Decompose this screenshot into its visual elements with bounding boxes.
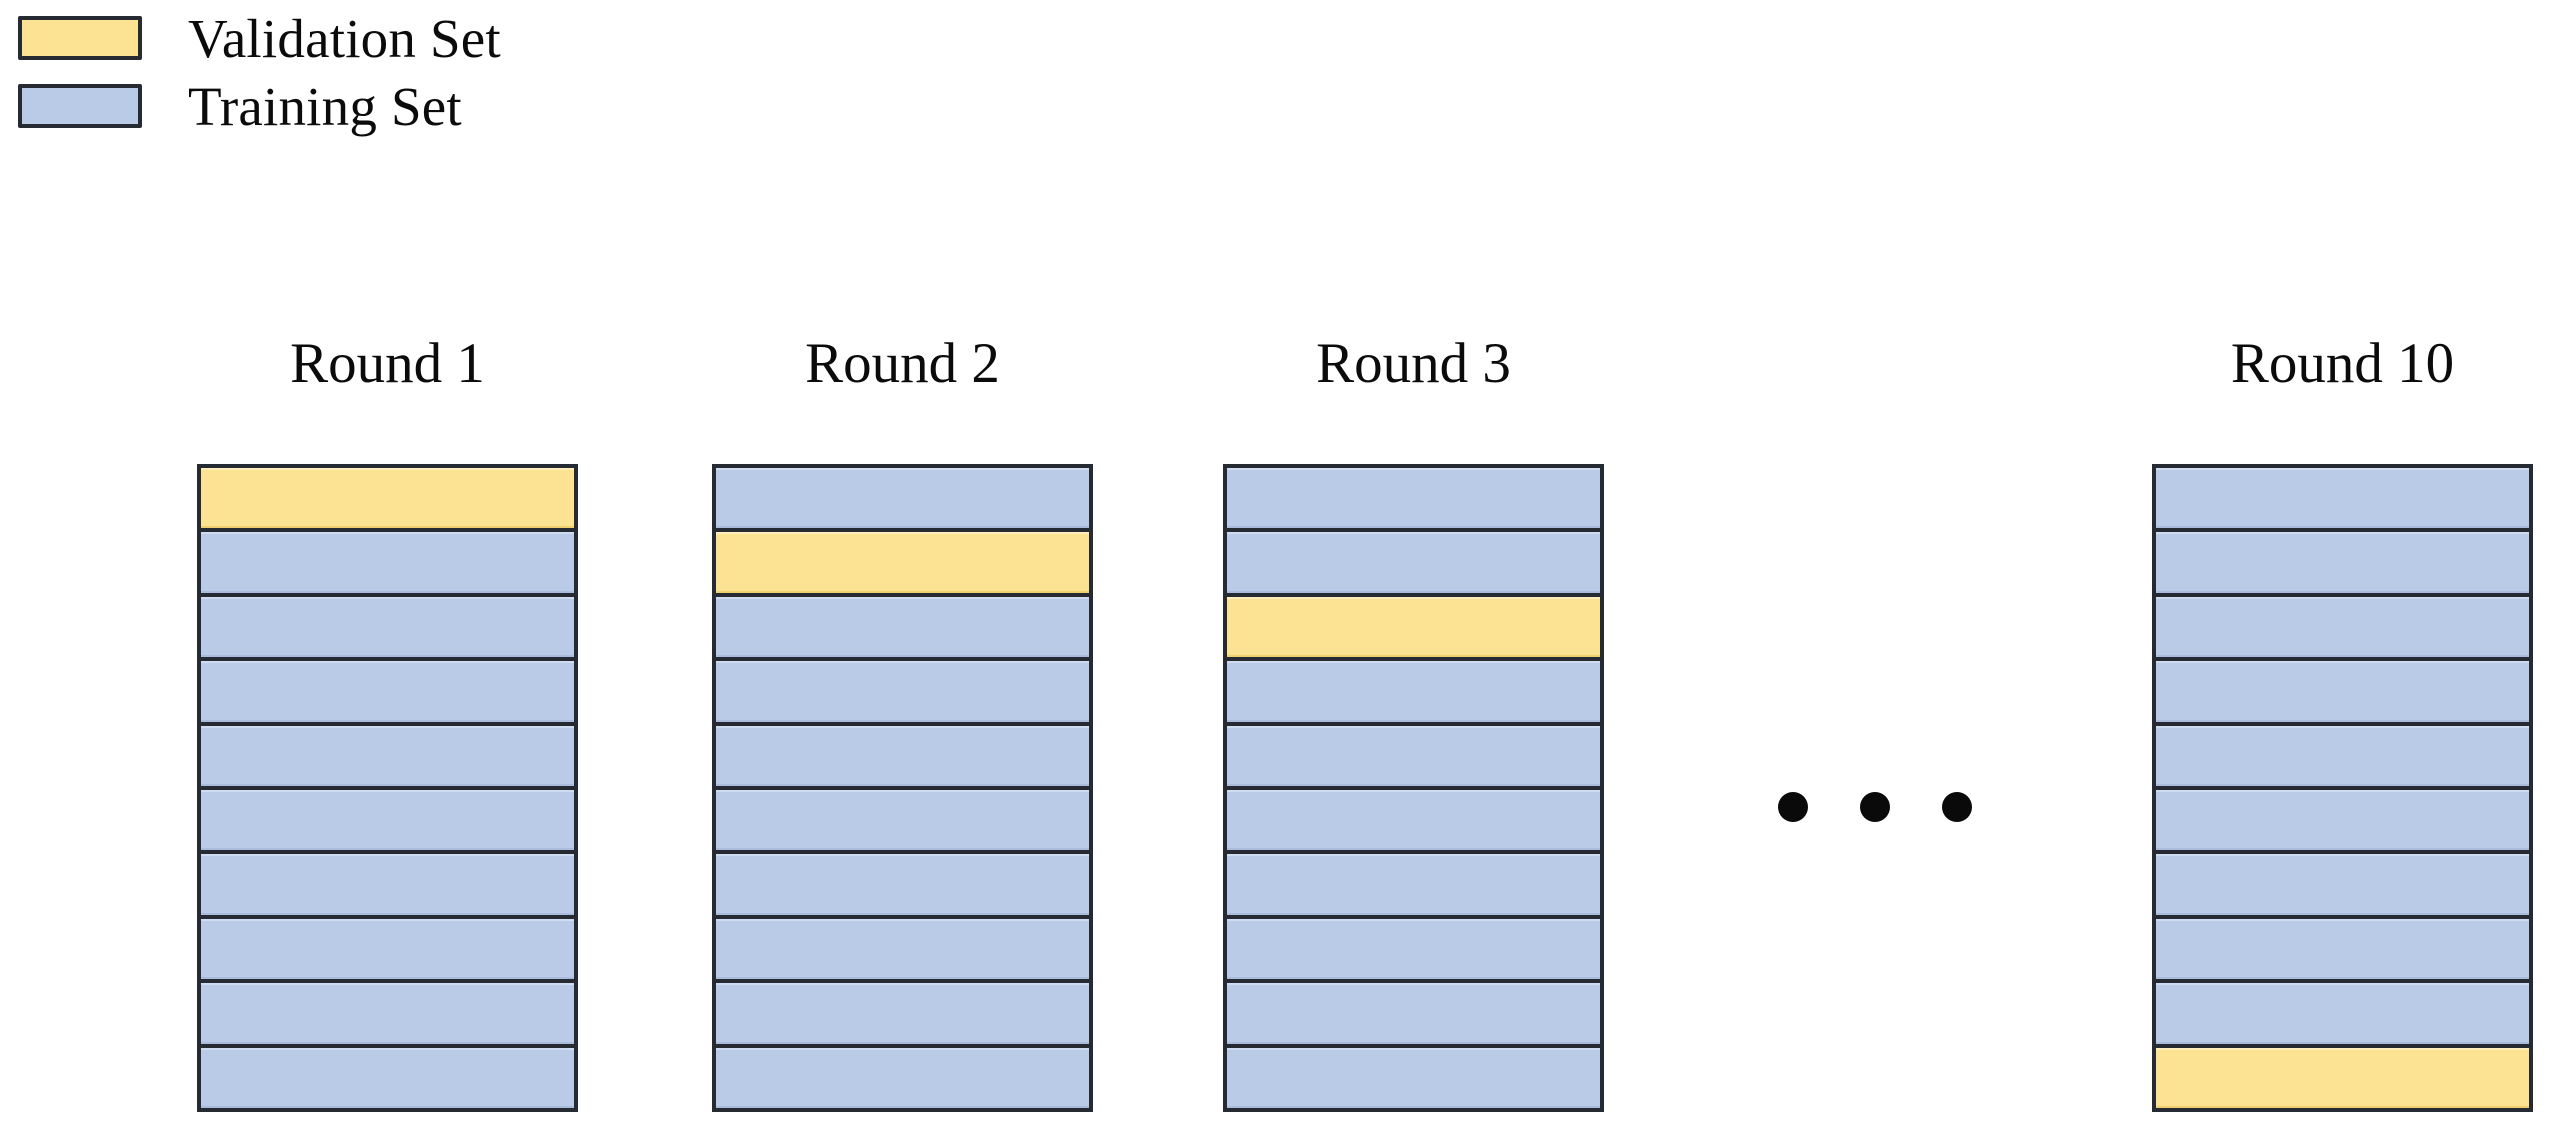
training-fold-cell [2152,464,2533,529]
training-fold-cell [197,528,578,593]
validation-swatch-icon [18,16,142,60]
fold-column-round-10 [2152,464,2533,1113]
validation-fold-cell [712,528,1093,593]
training-swatch-icon [18,84,142,128]
validation-fold-cell [197,464,578,529]
legend-label-validation: Validation Set [188,8,501,69]
fold-column-round-1 [197,464,578,1113]
round-title-1: Round 1 [290,332,485,395]
training-fold-cell [712,850,1093,915]
round-title-3: Round 3 [1316,332,1511,395]
training-fold-cell [197,786,578,851]
legend-item-validation: Validation Set [18,8,718,80]
training-fold-cell [1223,786,1604,851]
training-fold-cell [197,592,578,658]
training-fold-cell [197,1043,578,1113]
training-fold-cell [1223,721,1604,787]
training-fold-cell [1223,979,1604,1044]
fold-column-round-2 [712,464,1093,1113]
training-fold-cell [2152,979,2533,1044]
training-fold-cell [197,657,578,722]
training-fold-cell [1223,914,1604,980]
round-title-10: Round 10 [2230,332,2455,395]
legend-item-training: Training Set [18,76,718,148]
legend-label-training: Training Set [188,76,462,137]
training-fold-cell [197,979,578,1044]
training-fold-cell [712,464,1093,529]
training-fold-cell [1223,850,1604,915]
ellipsis-dot [1942,792,1972,822]
training-fold-cell [197,914,578,980]
rounds-ellipsis [1778,792,1972,822]
training-fold-cell [197,721,578,787]
ellipsis-dot [1860,792,1890,822]
fold-column-round-3 [1223,464,1604,1113]
training-fold-cell [1223,657,1604,722]
validation-fold-cell [2152,1043,2533,1113]
training-fold-cell [2152,528,2533,593]
training-fold-cell [2152,850,2533,915]
training-fold-cell [2152,721,2533,787]
legend: Validation Set Training Set [18,8,718,148]
training-fold-cell [1223,1043,1604,1113]
training-fold-cell [712,1043,1093,1113]
training-fold-cell [2152,786,2533,851]
ellipsis-dot [1778,792,1808,822]
round-title-2: Round 2 [805,332,1000,395]
training-fold-cell [712,721,1093,787]
training-fold-cell [712,657,1093,722]
training-fold-cell [1223,528,1604,593]
training-fold-cell [197,850,578,915]
training-fold-cell [1223,464,1604,529]
training-fold-cell [2152,914,2533,980]
training-fold-cell [712,592,1093,658]
training-fold-cell [712,786,1093,851]
training-fold-cell [2152,657,2533,722]
training-fold-cell [2152,592,2533,658]
validation-fold-cell [1223,592,1604,658]
training-fold-cell [712,914,1093,980]
training-fold-cell [712,979,1093,1044]
